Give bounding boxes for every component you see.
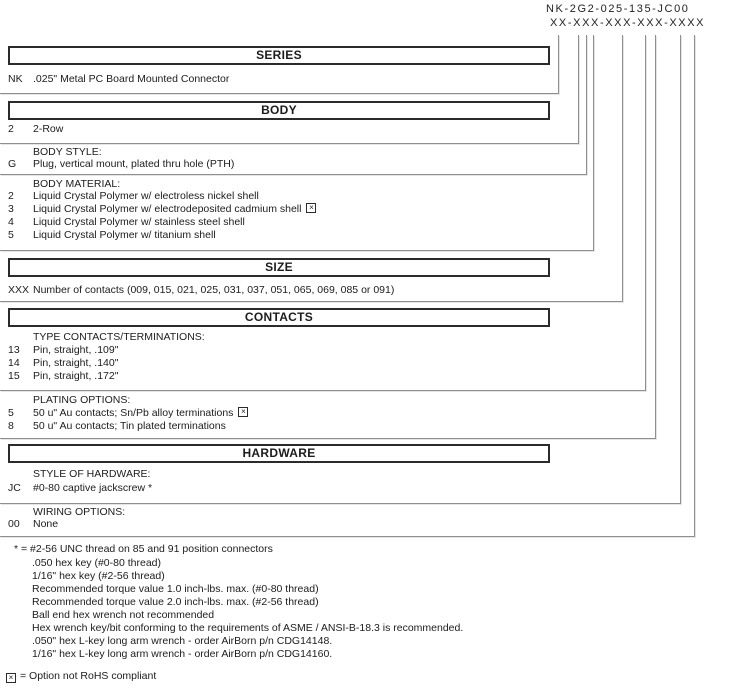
contact-type-row: 15 Pin, straight, .172" bbox=[8, 370, 118, 382]
connector-line-plating bbox=[0, 35, 656, 439]
body-code: 2 bbox=[8, 123, 14, 135]
body-material-heading: BODY MATERIAL: bbox=[33, 178, 121, 190]
hardware-header: HARDWARE bbox=[8, 444, 550, 463]
plating-desc: 50 u" Au contacts; Sn/Pb alloy terminati… bbox=[33, 407, 234, 419]
series-header: SERIES bbox=[8, 46, 550, 65]
contact-type-heading: TYPE CONTACTS/TERMINATIONS: bbox=[33, 331, 205, 343]
series-desc: .025" Metal PC Board Mounted Connector bbox=[33, 73, 230, 85]
body-material-desc: Liquid Crystal Polymer w/ titanium shell bbox=[33, 229, 216, 241]
wiring-code: 00 bbox=[8, 518, 20, 530]
body-material-row: 2 Liquid Crystal Polymer w/ electroless … bbox=[8, 190, 259, 202]
part-number-example: NK-2G2-025-135-JC00 bbox=[546, 3, 690, 15]
wiring-row: 00 None bbox=[8, 518, 58, 530]
footnote-line: .050 hex key (#0-80 thread) bbox=[32, 557, 161, 569]
hardware-style-code: JC bbox=[8, 482, 21, 494]
connector-line-series bbox=[0, 35, 559, 94]
plating-row: 8 50 u" Au contacts; Tin plated terminat… bbox=[8, 420, 226, 432]
plating-code: 8 bbox=[8, 420, 14, 432]
connector-line-contact-type bbox=[0, 35, 646, 391]
contacts-header: CONTACTS bbox=[8, 308, 550, 327]
body-style-heading: BODY STYLE: bbox=[33, 146, 102, 158]
contact-type-code: 14 bbox=[8, 357, 20, 369]
size-desc: Number of contacts (009, 015, 021, 025, … bbox=[33, 284, 395, 296]
connector-line-body-material bbox=[0, 35, 594, 251]
contact-type-row: 14 Pin, straight, .140" bbox=[8, 357, 118, 369]
body-style-code: G bbox=[8, 158, 17, 170]
hardware-style-heading: STYLE OF HARDWARE: bbox=[33, 468, 151, 480]
body-style-row: G Plug, vertical mount, plated thru hole… bbox=[8, 158, 234, 170]
wiring-desc: None bbox=[33, 518, 59, 530]
contact-type-code: 15 bbox=[8, 370, 20, 382]
connector-line-body bbox=[0, 35, 579, 144]
footnote-rohs-text: = Option not RoHS compliant bbox=[20, 670, 157, 682]
part-number-pattern: XX-XXX-XXX-XXX-XXXX bbox=[550, 17, 706, 29]
body-material-row: 3 Liquid Crystal Polymer w/ electrodepos… bbox=[8, 203, 317, 215]
series-code: NK bbox=[8, 73, 23, 85]
footnote-line: Hex wrench key/bit conforming to the req… bbox=[32, 622, 464, 634]
body-row: 2 2-Row bbox=[8, 123, 63, 135]
size-row: XXX Number of contacts (009, 015, 021, 0… bbox=[8, 284, 394, 296]
plating-desc: 50 u" Au contacts; Tin plated terminatio… bbox=[33, 420, 226, 432]
body-material-row: 5 Liquid Crystal Polymer w/ titanium she… bbox=[8, 229, 216, 241]
contact-type-desc: Pin, straight, .172" bbox=[33, 370, 119, 382]
plating-code: 5 bbox=[8, 407, 14, 419]
body-header: BODY bbox=[8, 101, 550, 120]
contact-type-desc: Pin, straight, .109" bbox=[33, 344, 119, 356]
contact-type-desc: Pin, straight, .140" bbox=[33, 357, 119, 369]
footnote-line: .050" hex L-key long arm wrench - order … bbox=[32, 635, 333, 647]
connector-line-body-style bbox=[0, 35, 587, 175]
plating-row: 5 50 u" Au contacts; Sn/Pb alloy termina… bbox=[8, 407, 249, 419]
body-style-desc: Plug, vertical mount, plated thru hole (… bbox=[33, 158, 235, 170]
body-material-code: 2 bbox=[8, 190, 14, 202]
wiring-heading: WIRING OPTIONS: bbox=[33, 506, 126, 518]
footnote-line: Ball end hex wrench not recommended bbox=[32, 609, 215, 621]
footnote-line: 1/16" hex key (#2-56 thread) bbox=[32, 570, 165, 582]
body-desc: 2-Row bbox=[33, 123, 64, 135]
not-rohs-icon: × bbox=[6, 673, 16, 683]
footnote-line: Recommended torque value 1.0 inch-lbs. m… bbox=[32, 583, 319, 595]
footnote-line: 1/16" hex L-key long arm wrench - order … bbox=[32, 648, 333, 660]
hardware-style-row: JC #0-80 captive jackscrew * bbox=[8, 482, 152, 494]
footnote-star: * = #2-56 UNC thread on 85 and 91 positi… bbox=[14, 543, 273, 555]
body-material-desc: Liquid Crystal Polymer w/ electroless ni… bbox=[33, 190, 259, 202]
footnote-rohs: × = Option not RoHS compliant bbox=[6, 670, 156, 683]
body-material-desc: Liquid Crystal Polymer w/ electrodeposit… bbox=[33, 203, 302, 215]
plating-heading: PLATING OPTIONS: bbox=[33, 394, 131, 406]
contact-type-code: 13 bbox=[8, 344, 20, 356]
hardware-style-desc: #0-80 captive jackscrew * bbox=[33, 482, 153, 494]
connector-line-wiring bbox=[0, 35, 695, 537]
footnote-line: Recommended torque value 2.0 inch-lbs. m… bbox=[32, 596, 319, 608]
body-material-code: 5 bbox=[8, 229, 14, 241]
connector-line-hardware bbox=[0, 35, 681, 504]
size-header: SIZE bbox=[8, 258, 550, 277]
body-material-code: 3 bbox=[8, 203, 14, 215]
body-material-desc: Liquid Crystal Polymer w/ stainless stee… bbox=[33, 216, 245, 228]
series-row: NK .025" Metal PC Board Mounted Connecto… bbox=[8, 73, 229, 85]
body-material-row: 4 Liquid Crystal Polymer w/ stainless st… bbox=[8, 216, 245, 228]
contact-type-row: 13 Pin, straight, .109" bbox=[8, 344, 118, 356]
body-material-code: 4 bbox=[8, 216, 14, 228]
not-rohs-icon: × bbox=[306, 203, 317, 213]
connector-line-size bbox=[0, 35, 623, 302]
not-rohs-icon: × bbox=[238, 407, 249, 417]
size-code: XXX bbox=[8, 284, 30, 296]
